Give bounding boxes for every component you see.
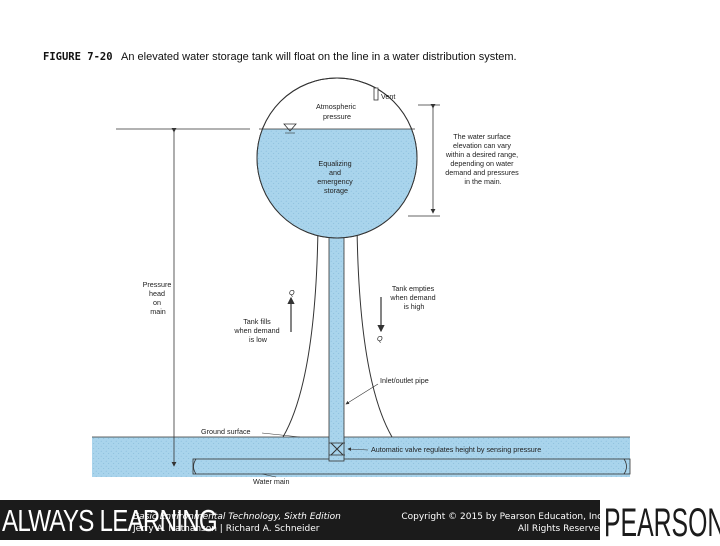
riser-pipe — [328, 229, 345, 462]
copyright-notice: Copyright © 2015 by Pearson Education, I… — [401, 511, 605, 535]
q-left-label: Q — [289, 288, 295, 297]
tank-empties-label: Tank empties when demand is high — [389, 284, 437, 311]
figure-caption-text: An elevated water storage tank will floa… — [121, 51, 517, 63]
tank-fills-label: Tank fills when demand is low — [233, 317, 281, 344]
pearson-logo: PEARSON — [600, 500, 720, 545]
book-title: Basic Environmental Technology, Sixth Ed… — [133, 512, 341, 522]
automatic-valve — [330, 442, 344, 456]
always-learning-logo: ALWAYS LEARNING — [2, 503, 218, 538]
footer-bar: ALWAYS LEARNING Basic Environmental Tech… — [0, 500, 720, 545]
surface-note-label: The water surface elevation can vary wit… — [445, 132, 521, 186]
book-authors: Jerry A. Nathanson | Richard A. Schneide… — [133, 524, 320, 534]
vent — [373, 87, 379, 101]
inlet-outlet-label: Inlet/outlet pipe — [380, 376, 429, 385]
tank-support-left — [282, 225, 319, 438]
tank-support-right — [356, 225, 393, 438]
figure-caption: FIGURE 7-20 An elevated water storage ta… — [43, 51, 517, 63]
water-main-label: Water main — [253, 477, 289, 486]
atmospheric-label: Atmospheric pressure — [316, 102, 358, 121]
vent-label: Vent — [381, 92, 395, 101]
pearson-wordmark: PEARSON — [604, 501, 720, 545]
copyright-line: Copyright © 2015 by Pearson Education, I… — [401, 512, 605, 522]
water-tank-diagram: Vent Atmospheric pressure Equalizing and… — [92, 77, 631, 486]
ground-surface-label: Ground surface — [201, 427, 251, 436]
q-right-label: Q — [377, 334, 383, 343]
book-citation: Basic Environmental Technology, Sixth Ed… — [133, 511, 341, 535]
water-main-pipe — [192, 458, 631, 475]
valve-label: Automatic valve regulates height by sens… — [371, 445, 541, 454]
rights-line: All Rights Reserved — [517, 524, 605, 534]
equalizing-label: Equalizing and emergency storage — [317, 159, 355, 195]
pressure-head-label: Pressure head on main — [143, 280, 174, 316]
figure-number: FIGURE 7-20 — [43, 51, 113, 63]
